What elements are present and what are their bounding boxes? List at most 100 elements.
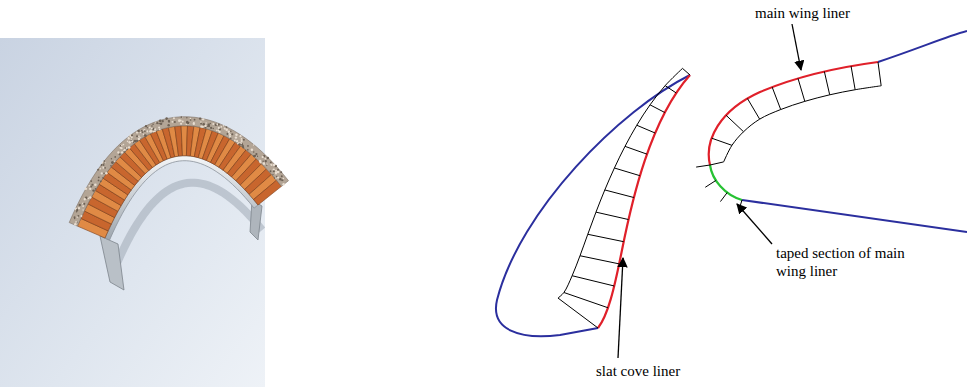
speckle bbox=[110, 165, 112, 167]
speckle bbox=[151, 128, 153, 130]
speckle bbox=[125, 147, 127, 149]
speckle bbox=[103, 160, 105, 162]
speckle bbox=[167, 124, 170, 127]
liner-cell-wall bbox=[650, 105, 665, 113]
speckle bbox=[221, 126, 222, 127]
speckle bbox=[102, 167, 104, 169]
speckle bbox=[247, 149, 249, 151]
speckle bbox=[142, 131, 144, 133]
speckle bbox=[138, 136, 140, 138]
speckle bbox=[144, 130, 146, 132]
speckle bbox=[242, 146, 244, 148]
speckle bbox=[130, 139, 131, 140]
speckle bbox=[139, 137, 140, 138]
speckle bbox=[207, 126, 208, 127]
speckle bbox=[80, 215, 82, 217]
speckle bbox=[202, 118, 204, 120]
speckle bbox=[159, 119, 162, 122]
speckle bbox=[156, 122, 158, 124]
speckle bbox=[275, 173, 277, 175]
speckle bbox=[82, 205, 84, 207]
speckle bbox=[75, 208, 77, 210]
speckle bbox=[193, 123, 195, 125]
speckle bbox=[200, 121, 202, 123]
speckle bbox=[277, 169, 279, 171]
liner-cell-wall bbox=[614, 168, 640, 176]
speckle bbox=[228, 131, 230, 133]
liner-sample-photo bbox=[69, 116, 288, 290]
photo-background bbox=[0, 38, 265, 387]
honeycomb-cell bbox=[254, 180, 282, 205]
speckle bbox=[226, 126, 228, 128]
speckle bbox=[134, 140, 137, 143]
speckle bbox=[104, 167, 106, 169]
speckle bbox=[100, 180, 102, 182]
speckle bbox=[178, 119, 181, 122]
speckle bbox=[121, 147, 123, 149]
speckle bbox=[144, 135, 147, 138]
liner-cell-wall bbox=[572, 276, 614, 286]
speckle bbox=[239, 135, 241, 137]
speckle bbox=[207, 123, 209, 125]
speckle bbox=[274, 177, 276, 179]
speckle bbox=[205, 122, 206, 123]
speckle bbox=[85, 188, 87, 190]
speckle bbox=[231, 133, 233, 135]
speckle bbox=[234, 140, 236, 142]
liner-cell-wall bbox=[682, 68, 690, 75]
speckle bbox=[100, 168, 102, 170]
speckle bbox=[77, 215, 79, 217]
speckle bbox=[282, 179, 284, 181]
liner-cell-wall bbox=[696, 165, 710, 167]
speckle bbox=[240, 135, 242, 137]
speckle bbox=[265, 160, 267, 162]
speckle bbox=[159, 120, 161, 122]
speckle bbox=[193, 122, 195, 124]
speckle bbox=[136, 135, 138, 137]
speckle bbox=[199, 118, 201, 120]
speckle bbox=[79, 204, 81, 206]
speckle bbox=[271, 164, 273, 166]
speckle bbox=[251, 148, 253, 150]
speckle bbox=[152, 123, 154, 125]
speckle bbox=[123, 151, 125, 153]
speckle bbox=[103, 164, 105, 166]
speckle bbox=[128, 146, 131, 149]
speckle bbox=[210, 127, 212, 129]
speckle bbox=[212, 123, 214, 125]
speckle bbox=[147, 130, 149, 132]
speckle bbox=[230, 138, 232, 140]
liner-cell-wall bbox=[564, 292, 608, 307]
speckle bbox=[186, 121, 188, 123]
part-label: taped section of main wing liner bbox=[776, 244, 936, 280]
speckle bbox=[94, 183, 97, 186]
speckle bbox=[235, 136, 237, 138]
speckle bbox=[262, 156, 264, 158]
main-wing-liner-cells bbox=[696, 62, 881, 210]
slat-liner-cells bbox=[558, 68, 690, 328]
speckle bbox=[182, 121, 184, 123]
speckle bbox=[255, 153, 257, 155]
speckle bbox=[114, 160, 115, 161]
speckle bbox=[228, 130, 230, 132]
part-label: main wing liner bbox=[755, 4, 850, 22]
speckle bbox=[224, 127, 226, 129]
speckle bbox=[241, 140, 243, 142]
speckle bbox=[216, 129, 218, 131]
speckle bbox=[137, 130, 139, 132]
speckle bbox=[281, 179, 283, 181]
liner-cell-wall bbox=[580, 256, 619, 264]
speckle bbox=[226, 133, 228, 135]
speckle bbox=[165, 117, 168, 120]
speckle bbox=[76, 209, 78, 211]
leader-arrow bbox=[737, 204, 772, 244]
speckle bbox=[149, 126, 151, 128]
liner-backing bbox=[724, 86, 882, 162]
speckle bbox=[150, 130, 153, 133]
speckle bbox=[91, 184, 93, 186]
skin-tab bbox=[100, 236, 124, 290]
speckle bbox=[203, 123, 205, 125]
speckle bbox=[140, 132, 141, 133]
liner-cell-wall bbox=[665, 86, 676, 93]
